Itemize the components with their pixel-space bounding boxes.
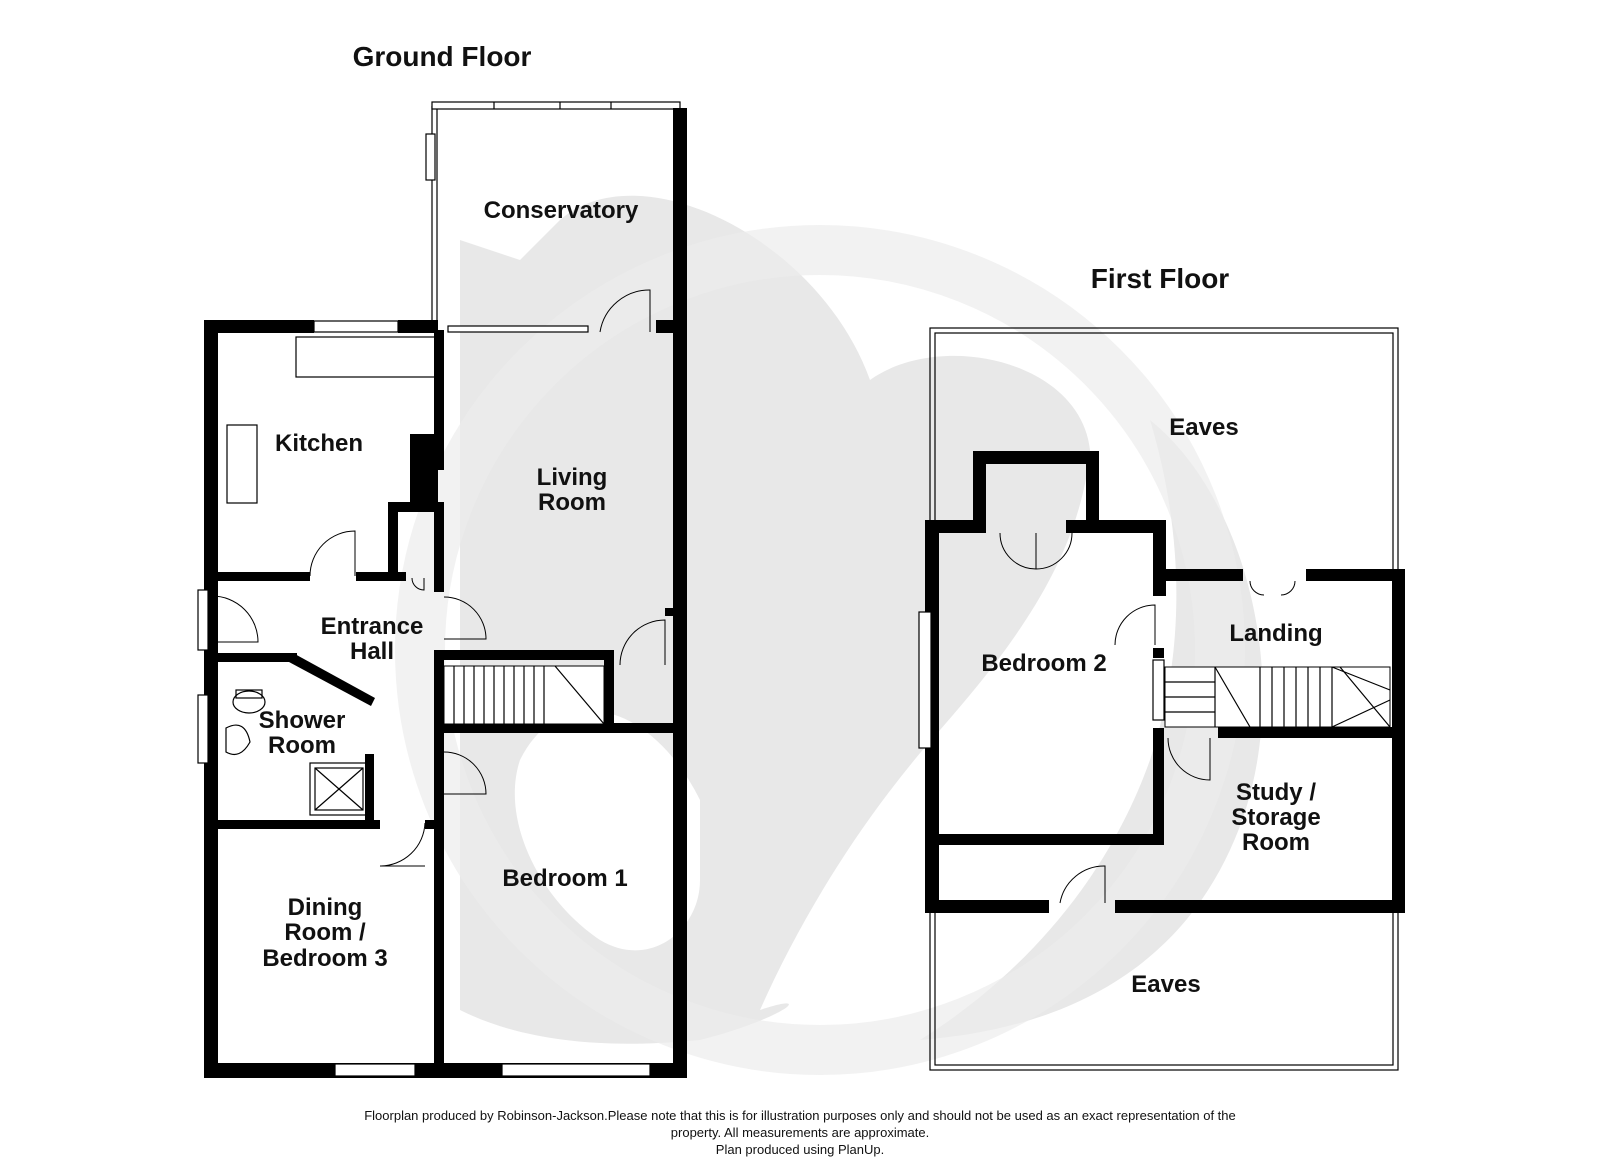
- first-floor-title: First Floor: [1091, 263, 1230, 294]
- room-label-conservatory: Conservatory: [484, 197, 639, 224]
- room-label-bedroom-1: Bedroom 1: [502, 865, 627, 892]
- first-floor: [918, 327, 1405, 1071]
- watermark-logo: [395, 195, 1263, 1075]
- disclaimer-line-1: Floorplan produced by Robinson-Jackson.P…: [364, 1108, 1236, 1123]
- conservatory-outline: [425, 101, 681, 333]
- ground-floor: [197, 101, 687, 1078]
- room-label-study: Room: [1242, 829, 1310, 856]
- ground-floor-title: Ground Floor: [353, 41, 532, 72]
- room-label-dining-room: Room /: [284, 919, 366, 946]
- room-label-eaves-top: Eaves: [1169, 414, 1238, 441]
- room-label-entrance-hall: Entrance: [321, 613, 424, 640]
- room-label-shower-room: Shower: [259, 707, 346, 734]
- room-label-kitchen: Kitchen: [275, 430, 363, 457]
- disclaimer-line-3: Plan produced using PlanUp.: [715, 1142, 885, 1157]
- room-label-eaves-bottom: Eaves: [1131, 971, 1200, 998]
- room-label-study: Storage: [1231, 804, 1320, 831]
- room-label-entrance-hall: Hall: [350, 638, 394, 665]
- room-label-living-room: Room: [538, 489, 606, 516]
- room-label-bedroom-2: Bedroom 2: [981, 650, 1106, 677]
- disclaimer-footer: Floorplan produced by Robinson-Jackson.P…: [0, 1107, 1600, 1158]
- room-label-study: Study /: [1236, 779, 1316, 806]
- room-label-dining-room: Bedroom 3: [262, 945, 387, 972]
- room-label-landing: Landing: [1229, 620, 1322, 647]
- ground-floor-openings: [197, 289, 666, 1077]
- room-label-dining-room: Dining: [288, 894, 363, 921]
- disclaimer-line-2: property. All measurements are approxima…: [670, 1125, 930, 1140]
- ground-stairs: [443, 665, 605, 725]
- room-label-shower-room: Room: [268, 732, 336, 759]
- shower-room-fixtures: [225, 689, 369, 816]
- first-floor-walls: [925, 451, 1405, 913]
- first-floor-openings: [918, 532, 1391, 904]
- ground-floor-walls: [204, 108, 687, 1078]
- first-floor-stairs: [1164, 666, 1391, 728]
- room-label-living-room: Living: [537, 464, 608, 491]
